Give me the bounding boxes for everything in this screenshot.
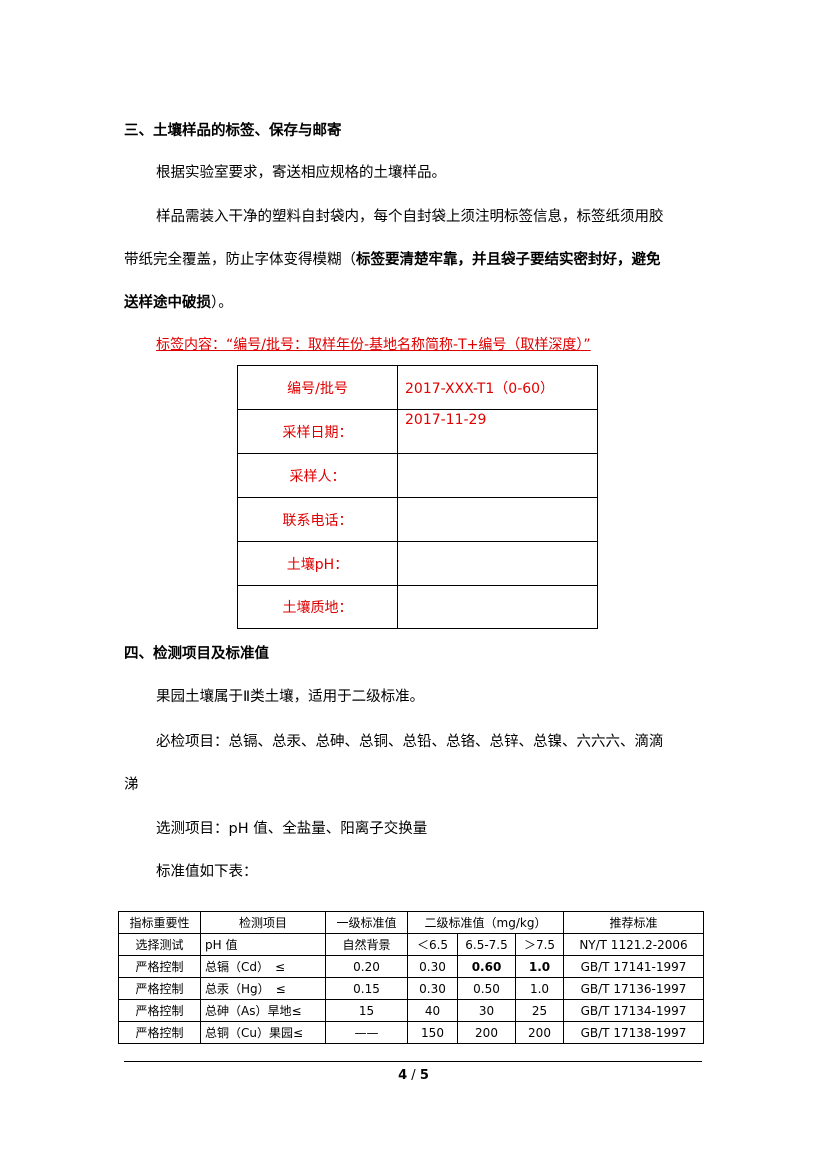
cell-level1: 15 [325,999,408,1022]
label-table: 编号/批号 2017-XXX-T1（0-60） 采样日期： 2017-11-29… [237,365,598,629]
label-row: 采样日期： 2017-11-29 [237,409,598,454]
label-row: 土壤pH： [237,541,598,586]
para2-line3-bold: 送样途中破损 [124,295,211,311]
cell-level2: 0.50 [457,977,516,1000]
label-value [397,497,598,542]
header-cell: 二级标准值（mg/kg） [407,911,564,934]
label-key: 采样日期： [237,409,398,454]
cell-level1: 0.20 [325,955,408,978]
cell-level1: —— [325,1021,408,1044]
cell-level2: 1.0 [515,977,564,1000]
cell-item: 总砷（As）旱地≤ [200,999,326,1022]
cell-level2: 6.5-7.5 [457,933,516,956]
cell-level2: 30 [457,999,516,1022]
cell-importance: 严格控制 [118,999,201,1022]
page-total: 5 [419,1068,429,1083]
cell-importance: 选择测试 [118,933,201,956]
cell-standard: NY/T 1121.2-2006 [563,933,704,956]
label-content-line: 标签内容：“编号/批号：取样年份-基地名称简称-T+编号（取样深度）” [156,337,591,353]
cell-item: 总镉（Cd） ≤ [200,955,326,978]
cell-level2: 0.30 [407,955,458,978]
table-row: 严格控制 总汞（Hg） ≤ 0.15 0.30 0.50 1.0 GB/T 17… [118,977,704,1000]
label-row: 编号/批号 2017-XXX-T1（0-60） [237,365,598,410]
section3-para2-line3: 送样途中破损）。 [124,291,233,312]
page-separator: / [407,1068,420,1083]
label-value [397,541,598,586]
section3-para2-line1: 样品需装入干净的塑料自封袋内，每个自封袋上须注明标签信息，标签纸须用胶 [156,209,664,225]
header-cell: 检测项目 [200,911,326,934]
section4-para2-line1: 必检项目：总镉、总汞、总砷、总铜、总铅、总铬、总锌、总镍、六六六、滴滴 [156,734,664,750]
label-key: 土壤pH： [237,541,398,586]
cell-standard: GB/T 17136-1997 [563,977,704,1000]
page-number: 4 / 5 [0,1068,827,1083]
cell-level2: 200 [515,1021,564,1044]
label-value [397,453,598,498]
cell-item: pH 值 [200,933,326,956]
cell-level1: 0.15 [325,977,408,1000]
label-key: 编号/批号 [237,365,398,410]
cell-standard: GB/T 17141-1997 [563,955,704,978]
header-cell: 指标重要性 [118,911,201,934]
table-row: 严格控制 总镉（Cd） ≤ 0.20 0.30 0.60 1.0 GB/T 17… [118,955,704,978]
label-row: 采样人： [237,453,598,498]
table-header-row: 指标重要性 检测项目 一级标准值 二级标准值（mg/kg） 推荐标准 [118,911,704,934]
para2-line3-normal: ）。 [211,295,233,311]
label-row: 联系电话： [237,497,598,542]
label-key: 联系电话： [237,497,398,542]
cell-level2: ＞7.5 [515,933,564,956]
header-cell: 一级标准值 [325,911,408,934]
cell-item: 总汞（Hg） ≤ [200,977,326,1000]
cell-level2: 25 [515,999,564,1022]
cell-level2: 0.30 [407,977,458,1000]
cell-level2: 150 [407,1021,458,1044]
standards-table: 指标重要性 检测项目 一级标准值 二级标准值（mg/kg） 推荐标准 选择测试 … [118,911,704,1044]
para2-line2-bold: 标签要清楚牢靠，并且袋子要结实密封好，避免 [356,252,661,268]
cell-importance: 严格控制 [118,977,201,1000]
section4-para1: 果园土壤属于Ⅱ类土壤，适用于二级标准。 [156,689,425,705]
cell-importance: 严格控制 [118,955,201,978]
page-current: 4 [398,1068,408,1083]
section4-para4: 标准值如下表： [156,864,258,880]
table-row: 严格控制 总铜（Cu）果园≤ —— 150 200 200 GB/T 17138… [118,1021,704,1044]
cell-level2: 0.60 [457,955,516,978]
header-cell: 推荐标准 [563,911,704,934]
cell-level2: 200 [457,1021,516,1044]
cell-item: 总铜（Cu）果园≤ [200,1021,326,1044]
para2-line2-normal: 带纸完全覆盖，防止字体变得模糊（ [124,252,356,268]
label-key: 土壤质地： [237,585,398,629]
section3-heading: 三、土壤样品的标签、保存与邮寄 [124,122,342,139]
table-row: 严格控制 总砷（As）旱地≤ 15 40 30 25 GB/T 17134-19… [118,999,704,1022]
cell-level1: 自然背景 [325,933,408,956]
cell-level2: 1.0 [515,955,564,978]
section4-para3: 选测项目：pH 值、全盐量、阳离子交换量 [156,821,428,837]
label-value [397,585,598,629]
table-row: 选择测试 pH 值 自然背景 ＜6.5 6.5-7.5 ＞7.5 NY/T 11… [118,933,704,956]
label-key: 采样人： [237,453,398,498]
label-value: 2017-11-29 [397,409,598,454]
footer-rule [124,1061,702,1062]
section3-para1: 根据实验室要求，寄送相应规格的土壤样品。 [156,165,446,181]
section3-para2-line2: 带纸完全覆盖，防止字体变得模糊（标签要清楚牢靠，并且袋子要结实密封好，避免 [124,248,661,269]
cell-level2: 40 [407,999,458,1022]
cell-importance: 严格控制 [118,1021,201,1044]
cell-standard: GB/T 17134-1997 [563,999,704,1022]
section4-para2-line2: 涕 [124,777,139,793]
cell-standard: GB/T 17138-1997 [563,1021,704,1044]
cell-level2: ＜6.5 [407,933,458,956]
section4-heading: 四、检测项目及标准值 [124,645,269,662]
label-value: 2017-XXX-T1（0-60） [397,365,598,410]
label-row: 土壤质地： [237,585,598,629]
